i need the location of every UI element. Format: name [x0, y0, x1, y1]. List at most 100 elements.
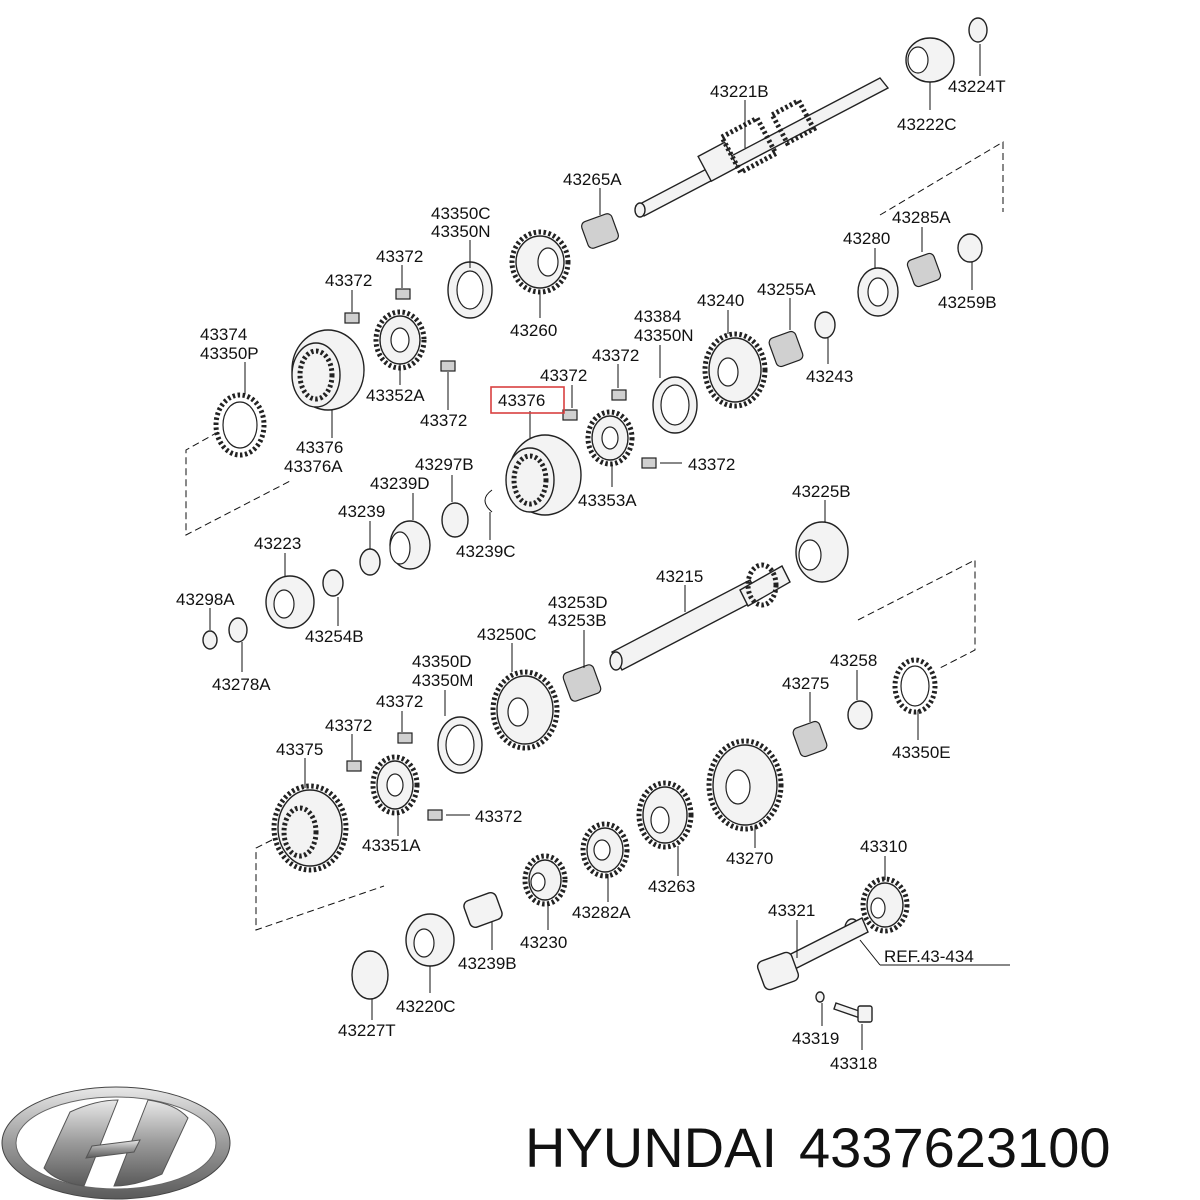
- callout-43227t: 43227T: [338, 1021, 396, 1040]
- gear-43270: [706, 738, 784, 832]
- bolt-43318: [833, 1002, 873, 1023]
- callout-43350p: 43350P: [200, 344, 259, 363]
- o-ring-43319: [815, 991, 825, 1003]
- callout-43372-d: 43372: [592, 346, 639, 365]
- gear-43263: [636, 780, 694, 850]
- gear-43250c: [490, 669, 560, 751]
- highlight-box-43376: [490, 386, 565, 414]
- bearing-43220c: [405, 913, 455, 967]
- callout-43253b: 43253B: [548, 611, 607, 630]
- gear-43230: [522, 853, 568, 907]
- callout-43350m: 43350M: [412, 671, 473, 690]
- snap-ring-43297b: [441, 502, 469, 538]
- synchro-hub-43353a: [585, 409, 635, 467]
- idler-gear-43310: [860, 876, 910, 934]
- callout-43350e: 43350E: [892, 743, 951, 762]
- ring-43278a: [228, 617, 248, 643]
- gear-43375: [271, 783, 349, 873]
- collar-43258: [847, 700, 873, 730]
- callout-43353a: 43353A: [578, 491, 637, 510]
- callout-43350n-2: 43350N: [634, 326, 694, 345]
- gear-43282a: [580, 821, 630, 879]
- key-43372-e: [562, 409, 578, 421]
- hyundai-logo: [1, 1086, 231, 1200]
- callout-ref-43-434: REF.43-434: [884, 947, 974, 966]
- callout-43253d: 43253D: [548, 593, 608, 612]
- callout-43220c: 43220C: [396, 997, 456, 1016]
- key-43372-g: [397, 732, 413, 744]
- counter-shaft-43215: [609, 562, 791, 671]
- needle-bearing-43253b: [562, 664, 602, 702]
- ring-43298a: [202, 630, 218, 650]
- washer-43239: [359, 548, 381, 576]
- needle-bearing-43265a: [580, 213, 620, 249]
- ring-43254b: [322, 569, 344, 597]
- callout-43263: 43263: [648, 877, 695, 896]
- callout-43372-f: 43372: [688, 455, 735, 474]
- callout-43239d: 43239D: [370, 474, 430, 493]
- callout-43372-e: 43372: [540, 366, 587, 385]
- callout-43310: 43310: [860, 837, 907, 856]
- callout-43239: 43239: [338, 502, 385, 521]
- sleeve-43376: [505, 434, 582, 516]
- callout-43372-h: 43372: [325, 716, 372, 735]
- needle-bearing-43285a: [906, 252, 942, 288]
- callout-43260: 43260: [510, 321, 557, 340]
- idler-shaft-43321: [756, 917, 869, 991]
- brand-name: HYUNDAI: [525, 1116, 778, 1179]
- synchro-ring-43374: [213, 392, 267, 458]
- synchro-ring-43350e: [892, 657, 938, 715]
- needle-bearing-43255a: [768, 330, 804, 368]
- callout-43350n: 43350N: [431, 222, 491, 241]
- callout-43265a: 43265A: [563, 170, 622, 189]
- callout-43376: 43376: [498, 391, 545, 410]
- callout-43285a: 43285A: [892, 208, 951, 227]
- key-43372-b: [344, 312, 360, 324]
- key-43372-d: [611, 389, 627, 401]
- gear-43240: [702, 331, 768, 409]
- key-43372-h: [346, 760, 362, 772]
- callout-43250c: 43250C: [477, 625, 537, 644]
- callout-43298a: 43298A: [176, 590, 235, 609]
- callout-43221b: 43221B: [710, 82, 769, 101]
- callout-43318: 43318: [830, 1054, 877, 1073]
- callout-43243: 43243: [806, 367, 853, 386]
- key-43372-a: [395, 288, 411, 300]
- callout-43280: 43280: [843, 229, 890, 248]
- callout-43352a: 43352A: [366, 386, 425, 405]
- callout-43375: 43375: [276, 740, 323, 759]
- callout-43372-g: 43372: [376, 692, 423, 711]
- gear-43260: [509, 229, 571, 295]
- callout-43297b: 43297B: [415, 455, 474, 474]
- callout-43223: 43223: [254, 534, 301, 553]
- ring-43243: [814, 311, 836, 339]
- synchro-ring-43384: [652, 376, 698, 434]
- callout-43255a: 43255A: [757, 280, 816, 299]
- callout-43282a: 43282A: [572, 903, 631, 922]
- synchro-ring-43350d: [437, 716, 483, 774]
- callout-43374: 43374: [200, 325, 247, 344]
- main-shaft: [634, 77, 890, 218]
- synchro-hub-43351a: [370, 754, 420, 816]
- callout-43270: 43270: [726, 849, 773, 868]
- flange-43239d: [389, 520, 431, 570]
- callout-43225b: 43225B: [792, 482, 851, 501]
- synchro-hub-43352a: [373, 309, 427, 371]
- callout-43319: 43319: [792, 1029, 839, 1048]
- callout-43215: 43215: [656, 567, 703, 586]
- callout-43376a: 43376A: [284, 457, 343, 476]
- callout-43350d: 43350D: [412, 652, 472, 671]
- callout-43240: 43240: [697, 291, 744, 310]
- collar-43259b: [957, 233, 983, 263]
- callout-43222c: 43222C: [897, 115, 957, 134]
- callout-labels: 43221B 43224T 43222C 43265A 43350C 43350…: [176, 77, 1006, 1073]
- callout-43275: 43275: [782, 674, 829, 693]
- callout-43258: 43258: [830, 651, 877, 670]
- collar-43239b: [463, 892, 503, 928]
- callout-43278a: 43278A: [212, 675, 271, 694]
- key-43372-f: [641, 457, 657, 469]
- sleeve-43376-left: [291, 329, 365, 411]
